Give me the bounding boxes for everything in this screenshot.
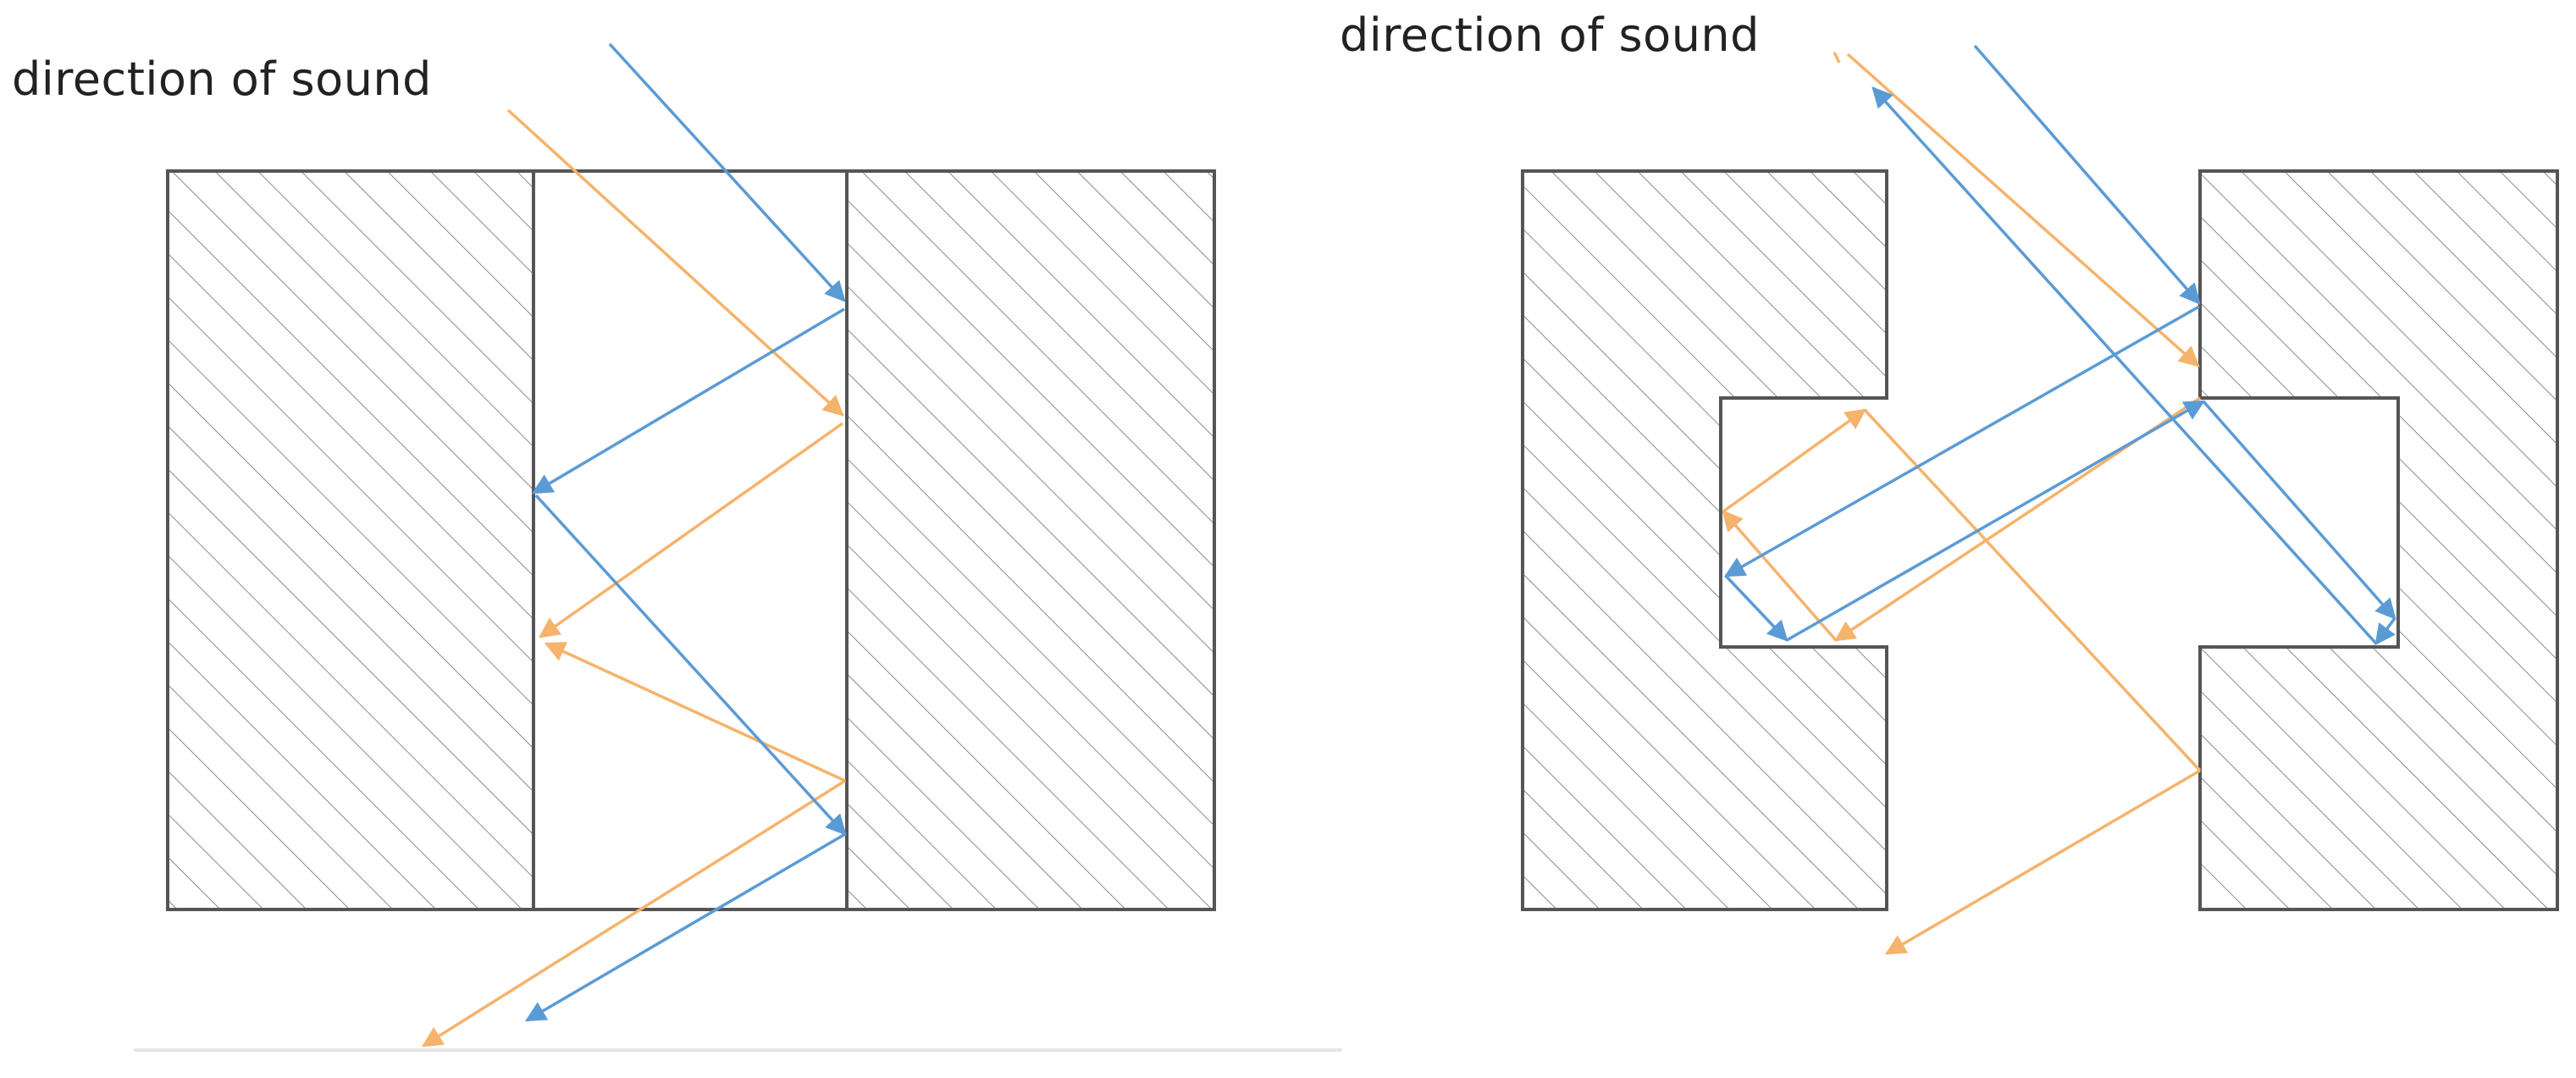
left-blue-segment bbox=[534, 494, 847, 836]
right-blue-segment bbox=[1724, 574, 1788, 642]
right-orange-segment bbox=[1863, 408, 2202, 772]
left-orange-segment bbox=[506, 108, 844, 417]
right-blue-segment bbox=[2374, 616, 2396, 645]
right-orange-dash bbox=[1832, 52, 1841, 64]
right-orange-segment bbox=[1722, 510, 1838, 642]
right-orange-segment bbox=[1722, 408, 1866, 513]
right-blue-ray bbox=[1723, 44, 2396, 645]
right-direction-label: direction of sound bbox=[1340, 8, 1760, 62]
left-orange-segment bbox=[538, 422, 844, 639]
left-orange-segment bbox=[421, 779, 846, 1048]
right-diagram bbox=[1521, 44, 2559, 955]
left-orange-segment bbox=[544, 642, 846, 782]
left-wall-left bbox=[166, 169, 535, 911]
left-direction-label: direction of sound bbox=[12, 53, 432, 106]
left-wall-right bbox=[845, 169, 1216, 911]
left-diagram bbox=[134, 42, 1342, 1052]
left-orange-ray bbox=[421, 108, 846, 1048]
left-blue-segment bbox=[608, 42, 846, 302]
right-orange-segment bbox=[1846, 53, 2200, 368]
right-blue-segment bbox=[1786, 400, 2206, 642]
right-blue-segment bbox=[2202, 400, 2396, 620]
left-blue-segment bbox=[531, 307, 845, 495]
right-blue-segment bbox=[1973, 44, 2201, 305]
right-blue-segment bbox=[1871, 86, 2378, 645]
right-orange-ray bbox=[1722, 52, 2202, 955]
left-blue-segment bbox=[524, 832, 846, 1022]
right-orange-segment bbox=[1884, 769, 2201, 955]
left-channel bbox=[532, 169, 849, 911]
right-blue-segment bbox=[1723, 305, 2200, 578]
left-blue-ray bbox=[524, 42, 847, 1022]
